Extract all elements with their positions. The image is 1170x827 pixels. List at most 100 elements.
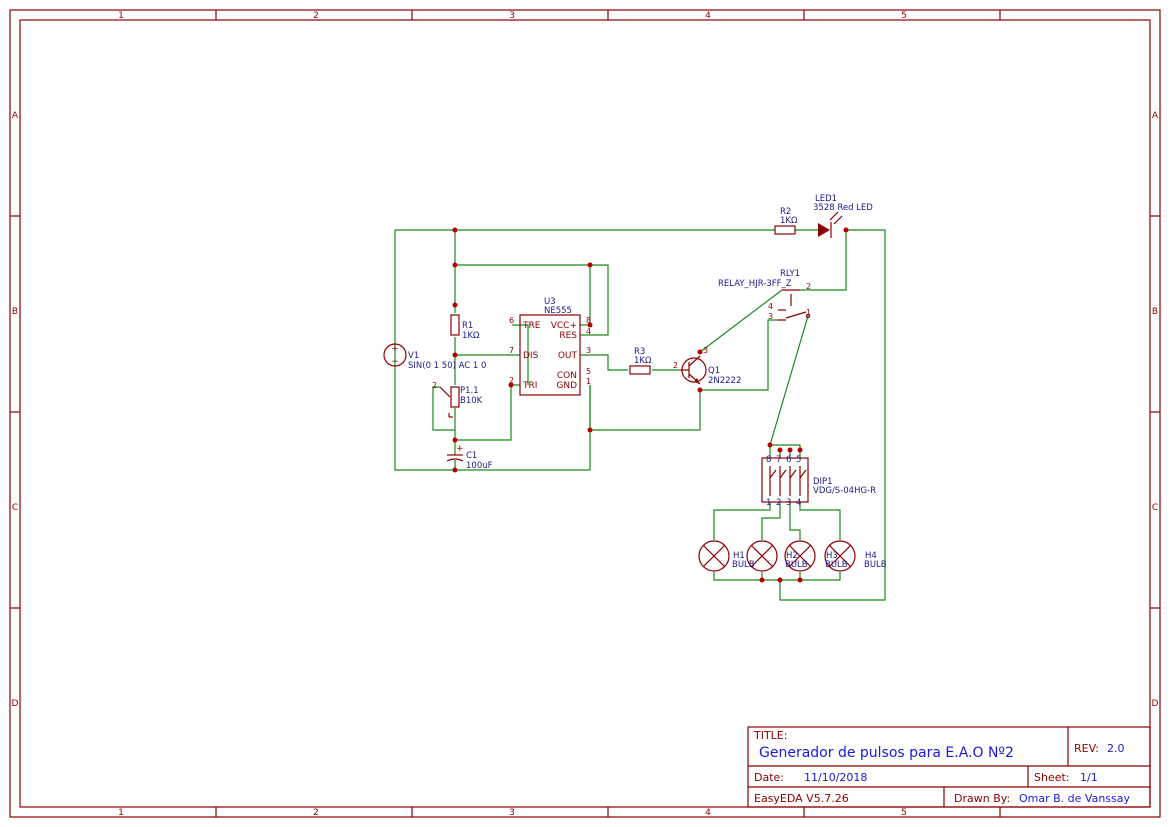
u3-pin-number: 5: [586, 367, 591, 376]
p1-value: B10K: [460, 396, 483, 406]
column-dividers: [10, 10, 1160, 817]
q1-pin-base: 2: [673, 361, 678, 370]
u3-pin-number: 2: [509, 376, 514, 385]
q1-value: 2N2222: [708, 376, 741, 386]
row-label-left: A: [12, 111, 19, 121]
u3-value: NE555: [544, 306, 572, 316]
r2-value: 1KΩ: [780, 216, 798, 226]
dip1-pin: 5: [796, 455, 801, 465]
u3-pin-number: 6: [509, 316, 514, 325]
date-value: 11/10/2018: [804, 771, 867, 784]
dip1-pin: 1: [766, 498, 771, 508]
junction-dots: [452, 227, 849, 583]
u3-ne555-body[interactable]: [519, 314, 581, 396]
dip1-pin: 7: [776, 455, 781, 465]
u3-pin-name: TRE: [522, 321, 541, 331]
date-label: Date:: [754, 771, 784, 784]
bulb-h4[interactable]: [824, 540, 856, 572]
drawn-by-label: Drawn By:: [954, 792, 1010, 805]
r1-ref: R1: [462, 321, 473, 331]
col-label-bottom: 2: [313, 808, 319, 818]
bulb-h3[interactable]: [784, 540, 816, 572]
q1-ref: Q1: [708, 366, 720, 376]
v1-value: SIN(0 1 50) AC 1 0: [408, 361, 486, 371]
drawing-title: Generador de pulsos para E.A.O Nº2: [759, 745, 1014, 761]
col-label-top: 5: [901, 11, 907, 21]
tool-version: EasyEDA V5.7.26: [754, 792, 849, 805]
row-label-left: C: [12, 503, 18, 513]
u3-pin-name: TRI: [522, 381, 537, 391]
h2-value: BULB: [785, 560, 808, 570]
dip1-value: VDG/S-04HG-R: [813, 486, 876, 496]
h3-ref: H3: [826, 551, 838, 561]
inner-frame: [19, 19, 1151, 808]
dip1-switch[interactable]: [761, 457, 809, 503]
p1-potentiometer[interactable]: [439, 386, 460, 418]
h2-ref: H2: [786, 551, 798, 561]
c1-value: 100uF: [466, 461, 493, 471]
r3-resistor[interactable]: [629, 365, 651, 375]
p1-ref: P1.1: [460, 386, 479, 396]
led1-ref: LED1: [815, 194, 837, 204]
u3-pin-number: 3: [586, 346, 591, 355]
h1-value: BULB: [732, 560, 755, 570]
rev-value: 2.0: [1107, 742, 1125, 755]
drawn-by-value: Omar B. de Vanssay: [1019, 792, 1131, 805]
u3-pin-name: DIS: [523, 351, 539, 361]
u3-pin-number: 7: [509, 346, 514, 355]
v1-source-symbol[interactable]: + −: [383, 343, 407, 367]
u3-pin-name: CON: [557, 371, 577, 381]
u3-pin-number: 4: [586, 327, 591, 336]
svg-text:−: −: [391, 357, 399, 367]
title-label: TITLE:: [753, 729, 787, 742]
row-label-right: D: [1152, 699, 1159, 709]
h4-ref: H4: [865, 551, 877, 561]
outer-frame: [9, 9, 1161, 818]
col-label-bottom: 1: [118, 808, 124, 818]
u3-pin-number: 1: [586, 377, 591, 386]
col-label-bottom: 4: [705, 808, 711, 818]
dip1-pin: 3: [786, 498, 791, 508]
rly1-relay[interactable]: [778, 289, 811, 321]
c1-plus: +: [456, 444, 464, 454]
h1-ref: H1: [733, 551, 745, 561]
row-label-left: B: [12, 307, 18, 317]
r1-value: 1KΩ: [462, 331, 480, 341]
row-label-left: D: [12, 699, 19, 709]
rly1-value: RELAY_HJR-3FF_Z: [718, 279, 792, 289]
r2-resistor[interactable]: [774, 225, 796, 235]
dip1-ref: DIP1: [813, 477, 833, 487]
row-label-right: C: [1152, 503, 1158, 513]
u3-pin-name: OUT: [558, 351, 578, 361]
u3-ref: U3: [544, 297, 556, 307]
q1-transistor[interactable]: [680, 355, 707, 385]
dip1-pin: 8: [766, 455, 771, 465]
col-label-top: 3: [509, 11, 515, 21]
rev-label: REV:: [1074, 742, 1099, 755]
title-block: [747, 726, 1151, 808]
bulb-h1[interactable]: [698, 540, 730, 572]
c1-ref: C1: [466, 451, 477, 461]
sheet-value: 1/1: [1080, 771, 1098, 784]
r3-value: 1KΩ: [634, 356, 652, 366]
r3-ref: R3: [634, 347, 645, 357]
svg-text:+: +: [391, 344, 399, 354]
h3-value: BULB: [825, 560, 848, 570]
dip1-pin: 2: [776, 498, 781, 508]
r1-resistor[interactable]: [450, 314, 460, 336]
rly1-pin: 2: [806, 282, 811, 291]
bulb-h2[interactable]: [746, 540, 778, 572]
r2-ref: R2: [780, 207, 791, 217]
c1-capacitor[interactable]: [446, 454, 464, 462]
col-label-bottom: 3: [509, 808, 515, 818]
col-label-bottom: 5: [901, 808, 907, 818]
u3-pin-name: RES: [559, 331, 577, 341]
col-label-top: 4: [705, 11, 711, 21]
u3-pin-number: 8: [586, 316, 591, 325]
rly1-pin: 1: [806, 308, 811, 317]
v1-ref: V1: [408, 351, 419, 361]
dip1-pin: 4: [796, 498, 801, 508]
row-label-right: B: [1152, 307, 1158, 317]
led1-diode[interactable]: [818, 211, 843, 238]
